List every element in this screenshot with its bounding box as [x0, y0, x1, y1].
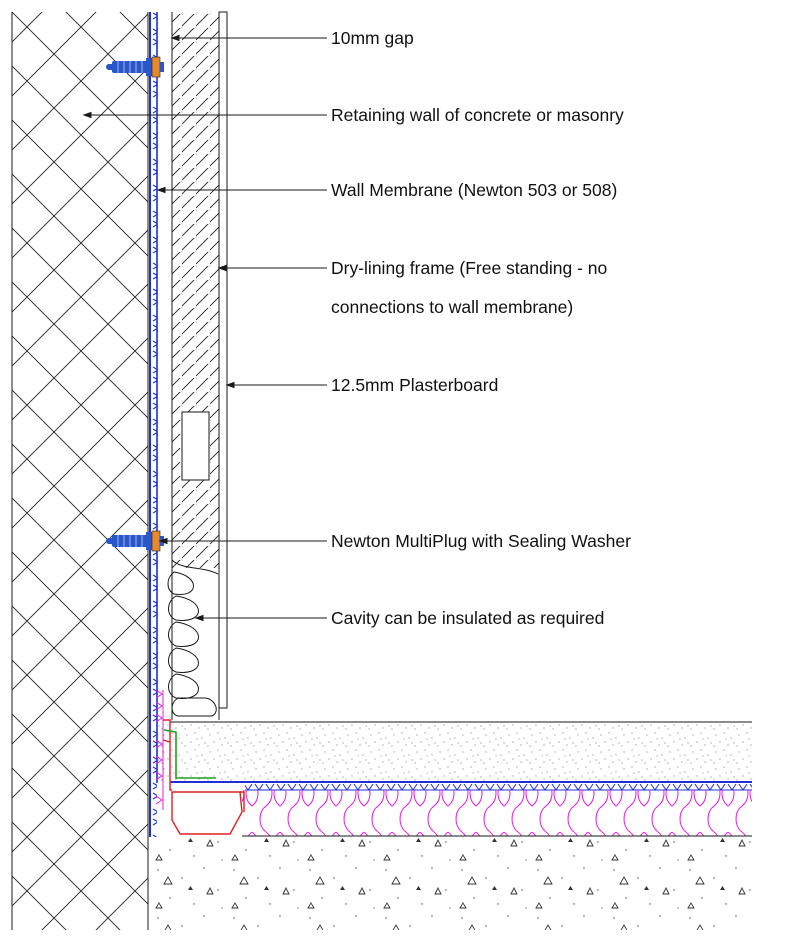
label-retaining-wall: Retaining wall of concrete or masonry	[331, 105, 624, 125]
label-dry-lining-frame-line2: connections to wall membrane)	[331, 297, 574, 317]
label-wall-membrane: Wall Membrane (Newton 503 or 508)	[331, 180, 618, 200]
multiplug-lower	[106, 530, 164, 552]
leader-lines	[82, 34, 327, 622]
cavity-insulation	[167, 559, 219, 717]
retaining-wall	[11, 12, 149, 930]
floor-insulation	[242, 790, 752, 837]
dry-lining-frame	[171, 12, 220, 720]
perimeter-flashing	[155, 689, 164, 810]
drainage-channel	[162, 719, 245, 835]
plasterboard	[218, 11, 228, 709]
label-dry-lining-frame-line1: Dry-lining frame (Free standing - no	[331, 258, 608, 278]
label-plasterboard: 12.5mm Plasterboard	[331, 375, 499, 395]
floor-screed	[158, 721, 752, 782]
edge-trim	[163, 729, 216, 779]
ground-fill	[148, 838, 752, 930]
floor-membrane	[170, 781, 752, 791]
label-multiplug: Newton MultiPlug with Sealing Washer	[331, 531, 631, 551]
label-10mm-gap: 10mm gap	[331, 28, 414, 48]
wall-membrane	[149, 12, 158, 837]
multiplug-top	[106, 56, 164, 78]
label-cavity-insulation: Cavity can be insulated as required	[331, 608, 605, 628]
